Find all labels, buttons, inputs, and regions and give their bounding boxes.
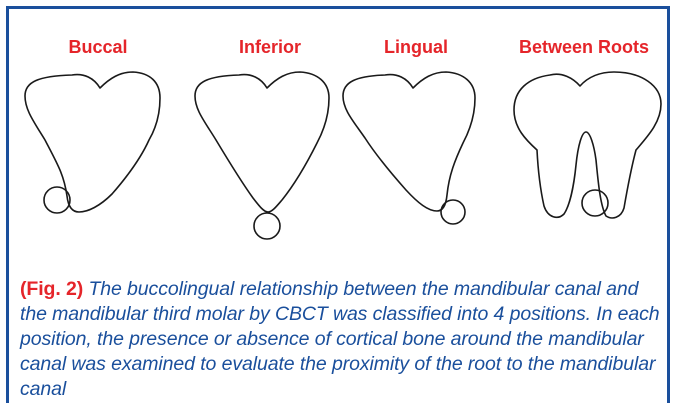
canal-circle-inferior: [254, 213, 280, 239]
caption-text: The buccolingual relationship between th…: [20, 278, 660, 400]
tooth-outline-between-roots: [514, 72, 661, 218]
tooth-inferior: [195, 72, 329, 239]
tooth-outline-buccal: [25, 72, 160, 212]
canal-circle-buccal: [44, 187, 70, 213]
tooth-between-roots: [514, 72, 661, 218]
tooth-outline-inferior: [195, 72, 329, 212]
canal-circle-lingual: [441, 200, 465, 224]
caption-figure-ref: (Fig. 2): [20, 278, 83, 300]
tooth-buccal: [25, 72, 160, 213]
tooth-lingual: [343, 72, 475, 224]
tooth-outline-lingual: [343, 72, 475, 211]
figure-caption: (Fig. 2) The buccolingual relationship b…: [20, 277, 665, 402]
canal-circle-between-roots: [582, 190, 608, 216]
